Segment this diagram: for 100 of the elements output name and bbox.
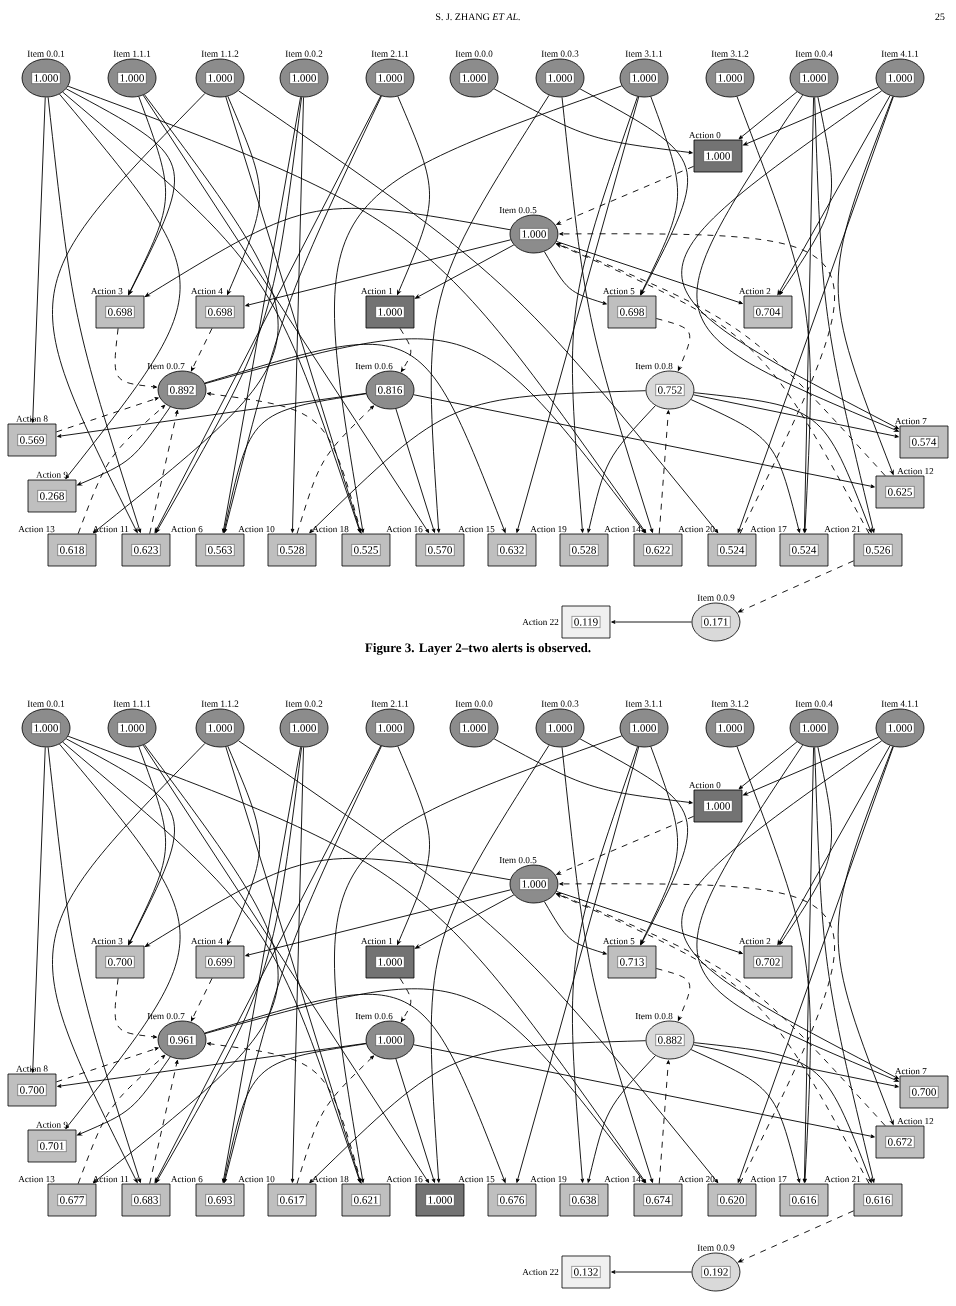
- arrow: [736, 746, 811, 1183]
- arrow: [837, 96, 894, 475]
- arrow: [693, 392, 872, 533]
- arrow: [779, 746, 832, 946]
- arrow: [611, 620, 693, 624]
- arrow: [227, 95, 260, 295]
- arrow: [142, 94, 430, 534]
- arrow: [690, 399, 801, 533]
- dashed-arrow: [737, 560, 855, 613]
- arrow: [65, 88, 175, 295]
- arrow: [31, 746, 46, 1073]
- arrow: [142, 744, 430, 1184]
- arrow: [738, 741, 798, 790]
- arrow: [415, 894, 515, 949]
- arrow: [59, 93, 181, 480]
- dashed-arrow: [190, 977, 213, 1022]
- arrow: [221, 746, 302, 1183]
- arrow: [516, 96, 640, 533]
- arrow: [516, 746, 640, 1183]
- arrow: [128, 96, 166, 295]
- arrow: [309, 390, 647, 534]
- arrow: [802, 96, 815, 533]
- arrow: [571, 96, 638, 533]
- arrow: [640, 96, 678, 295]
- arrow: [587, 1055, 656, 1183]
- arrow: [92, 94, 279, 534]
- dashed-arrow: [658, 1060, 670, 1185]
- arrow: [145, 208, 511, 297]
- arrow: [155, 96, 302, 533]
- dashed-arrow: [556, 893, 886, 1127]
- arrow: [238, 90, 719, 534]
- arrow: [154, 745, 382, 1183]
- arrow: [493, 88, 693, 155]
- arrow: [204, 988, 646, 1184]
- arrow: [579, 738, 689, 945]
- arrow: [52, 92, 206, 533]
- arrow: [561, 746, 654, 1183]
- arrow: [334, 735, 623, 1183]
- arrow: [837, 746, 894, 1125]
- arrow: [204, 338, 646, 534]
- dashed-arrow: [149, 409, 179, 535]
- arrow: [640, 746, 678, 945]
- dashed-arrow: [556, 815, 695, 875]
- dashed-arrow: [658, 410, 670, 535]
- arrow: [334, 85, 623, 533]
- arrow: [47, 96, 142, 533]
- arrow: [67, 735, 647, 1184]
- arrow: [154, 95, 382, 533]
- arrow: [556, 241, 743, 305]
- arrow: [145, 858, 511, 947]
- arrow: [543, 901, 607, 955]
- arrow: [736, 96, 811, 533]
- dashed-arrow: [655, 968, 691, 1021]
- arrow: [430, 94, 550, 533]
- arrow: [65, 738, 175, 945]
- arrow: [395, 408, 436, 533]
- dashed-arrow: [77, 404, 166, 535]
- arrow: [579, 88, 689, 295]
- arrow: [397, 745, 430, 945]
- dashed-arrow: [655, 318, 691, 371]
- arrow: [802, 746, 815, 1183]
- arrow: [238, 740, 719, 1184]
- arrow: [62, 741, 361, 1183]
- dashed-arrow: [296, 405, 375, 535]
- dashed-arrow: [556, 165, 695, 225]
- arrow: [204, 994, 506, 1183]
- dashed-arrow: [190, 327, 213, 372]
- dashed-arrow: [114, 327, 158, 389]
- arrow: [743, 736, 879, 796]
- arrow: [690, 1049, 801, 1183]
- arrow: [221, 96, 302, 533]
- arrow: [493, 738, 693, 805]
- arrow: [571, 746, 638, 1183]
- arrow: [561, 96, 654, 533]
- arrow: [779, 96, 832, 296]
- dashed-arrow: [556, 243, 886, 477]
- dashed-arrow: [296, 1055, 375, 1185]
- dashed-arrow: [55, 397, 159, 433]
- arrow: [47, 746, 142, 1183]
- dashed-arrow: [77, 1054, 166, 1185]
- arrow: [92, 744, 279, 1184]
- arrow: [67, 85, 647, 534]
- arrow: [814, 746, 875, 1183]
- arrow: [59, 743, 181, 1130]
- dashed-arrow: [114, 977, 158, 1039]
- arrow: [290, 746, 304, 1183]
- arrow: [693, 1042, 872, 1183]
- dashed-arrow: [55, 1047, 159, 1083]
- arrow: [693, 1044, 899, 1088]
- arrow: [743, 86, 879, 146]
- arrow: [413, 1044, 875, 1138]
- dashed-arrow: [149, 1059, 179, 1185]
- arrow: [227, 745, 260, 945]
- arrow: [204, 344, 506, 533]
- arrow: [57, 1042, 367, 1088]
- arrow: [77, 406, 171, 486]
- arrow: [415, 244, 515, 299]
- arrow: [777, 95, 891, 295]
- arrow: [52, 742, 206, 1183]
- arrow: [245, 239, 512, 307]
